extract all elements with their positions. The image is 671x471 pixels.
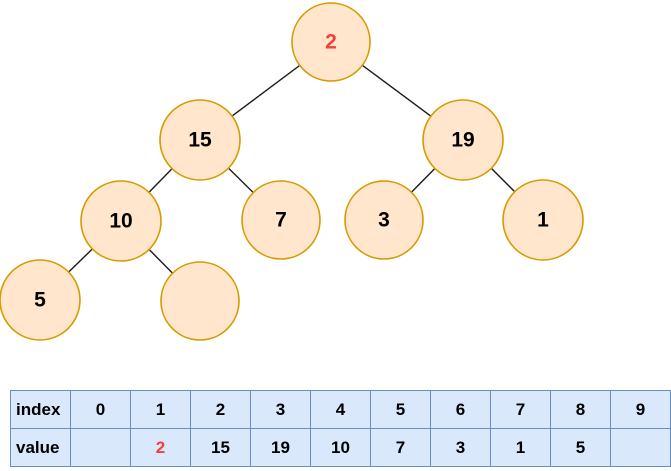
array-representation-table: index 0 1 2 3 4 5 6 7 8 9 value 2 15 19 …: [10, 390, 671, 467]
value-cell: 19: [250, 428, 311, 467]
tree-node-15: 15: [159, 99, 241, 181]
value-cell: 10: [310, 428, 371, 467]
index-cell: 1: [130, 390, 191, 429]
node-label: 10: [109, 210, 132, 233]
value-cell: 1: [490, 428, 551, 467]
tree-node-5: 5: [0, 259, 81, 341]
node-circle: [160, 261, 240, 341]
node-label: 2: [325, 31, 337, 54]
node-circle: [241, 180, 321, 260]
node-circle: [344, 180, 424, 260]
value-cell: 3: [430, 428, 491, 467]
tree-node-root: 2: [291, 2, 371, 82]
value-row-header: value: [10, 428, 71, 467]
value-cell-highlighted: 2: [130, 428, 191, 467]
node-circle: [80, 180, 162, 262]
value-cell: 5: [550, 428, 611, 467]
value-cell: 15: [190, 428, 251, 467]
value-row: value 2 15 19 10 7 3 1 5: [10, 428, 671, 467]
index-cell: 7: [490, 390, 551, 429]
node-label: 5: [34, 289, 46, 312]
tree-node-7: 7: [241, 180, 321, 260]
node-circle: [422, 99, 504, 181]
index-row: index 0 1 2 3 4 5 6 7 8 9: [10, 390, 671, 429]
value-cell: [610, 428, 671, 467]
node-circle: [0, 259, 81, 341]
node-label: 15: [188, 129, 212, 152]
index-cell: 6: [430, 390, 491, 429]
tree-node-3: 3: [344, 180, 424, 260]
index-cell: 5: [370, 390, 431, 429]
index-cell: 2: [190, 390, 251, 429]
node-label: 1: [537, 209, 549, 232]
node-label: 19: [451, 129, 474, 152]
node-circle: [502, 179, 584, 261]
index-cell: 3: [250, 390, 311, 429]
tree-node-1: 1: [502, 179, 584, 261]
node-circle: [291, 2, 371, 82]
tree-node-empty: [160, 261, 240, 341]
index-cell: 8: [550, 390, 611, 429]
node-circle: [159, 99, 241, 181]
index-cell: 0: [70, 390, 131, 429]
index-cell: 9: [610, 390, 671, 429]
value-cell: 7: [370, 428, 431, 467]
tree-node-19: 19: [422, 99, 504, 181]
tree-node-10: 10: [80, 180, 162, 262]
node-label: 7: [275, 209, 287, 232]
index-row-header: index: [10, 390, 71, 429]
index-cell: 4: [310, 390, 371, 429]
node-label: 3: [378, 209, 390, 232]
binary-tree-diagram: 2 15 19 10 7 3 1 5: [0, 2, 584, 341]
value-cell: [70, 428, 131, 467]
